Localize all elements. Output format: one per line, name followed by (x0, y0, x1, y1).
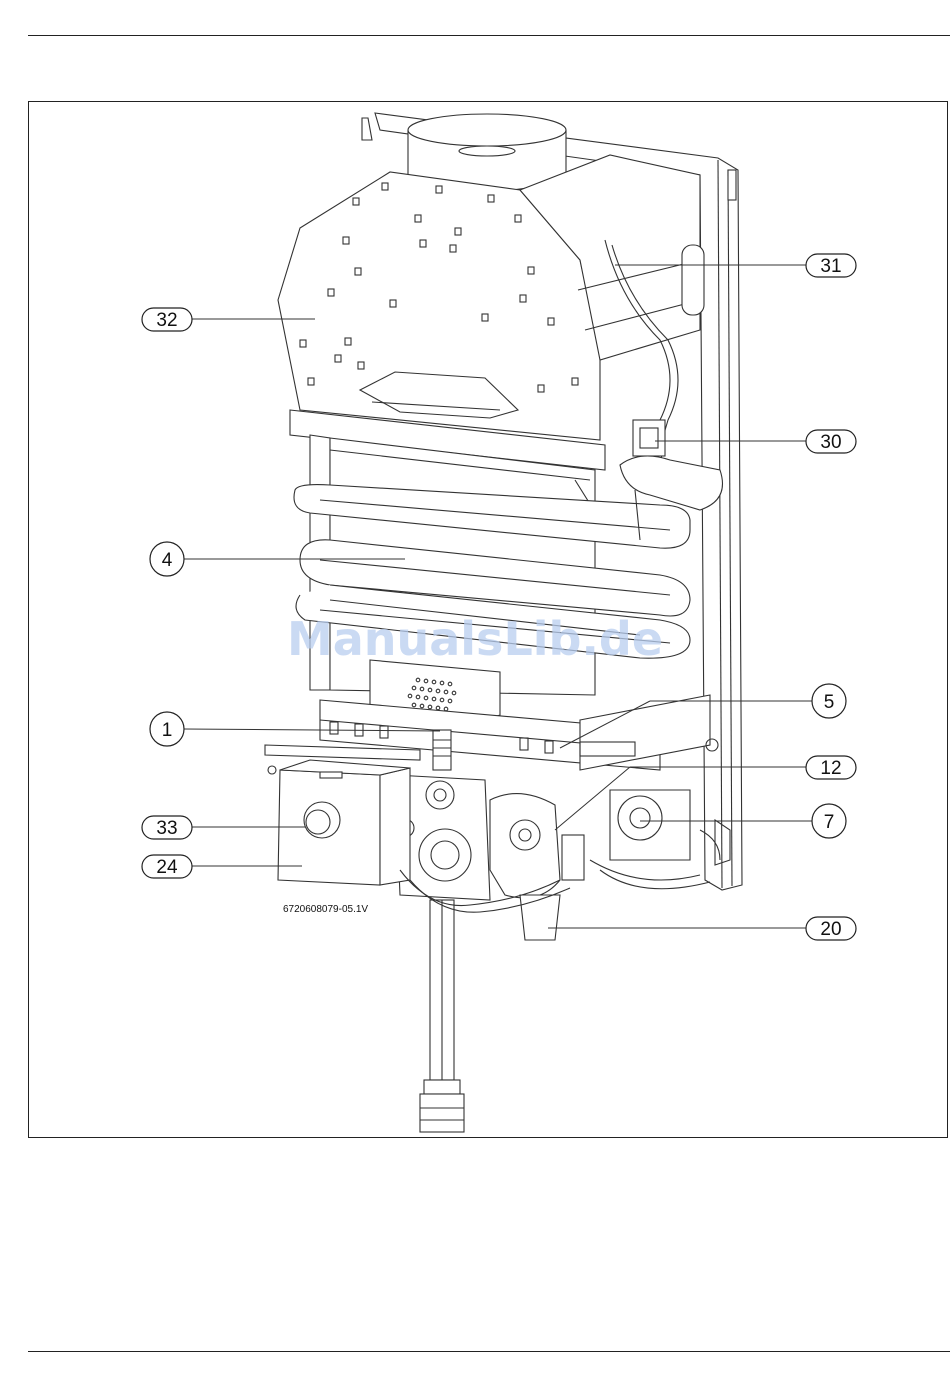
svg-text:32: 32 (156, 310, 177, 331)
svg-text:12: 12 (820, 758, 841, 779)
watermark-text: ManualsLib.de (287, 612, 663, 666)
svg-text:5: 5 (824, 692, 835, 713)
svg-text:20: 20 (820, 919, 841, 940)
gas-inlet-pipe (420, 900, 464, 1132)
svg-text:33: 33 (156, 818, 177, 839)
svg-text:24: 24 (156, 857, 178, 878)
svg-text:31: 31 (820, 256, 841, 277)
svg-text:30: 30 (820, 432, 841, 453)
svg-text:4: 4 (162, 550, 173, 571)
water-valve (490, 794, 584, 940)
figure-id: 6720608079-05.1V (283, 904, 368, 915)
control-box (265, 745, 420, 885)
callout-30: 30 (655, 430, 856, 453)
svg-text:7: 7 (824, 812, 835, 833)
callout-20: 20 (548, 917, 856, 940)
svg-text:1: 1 (162, 720, 173, 741)
